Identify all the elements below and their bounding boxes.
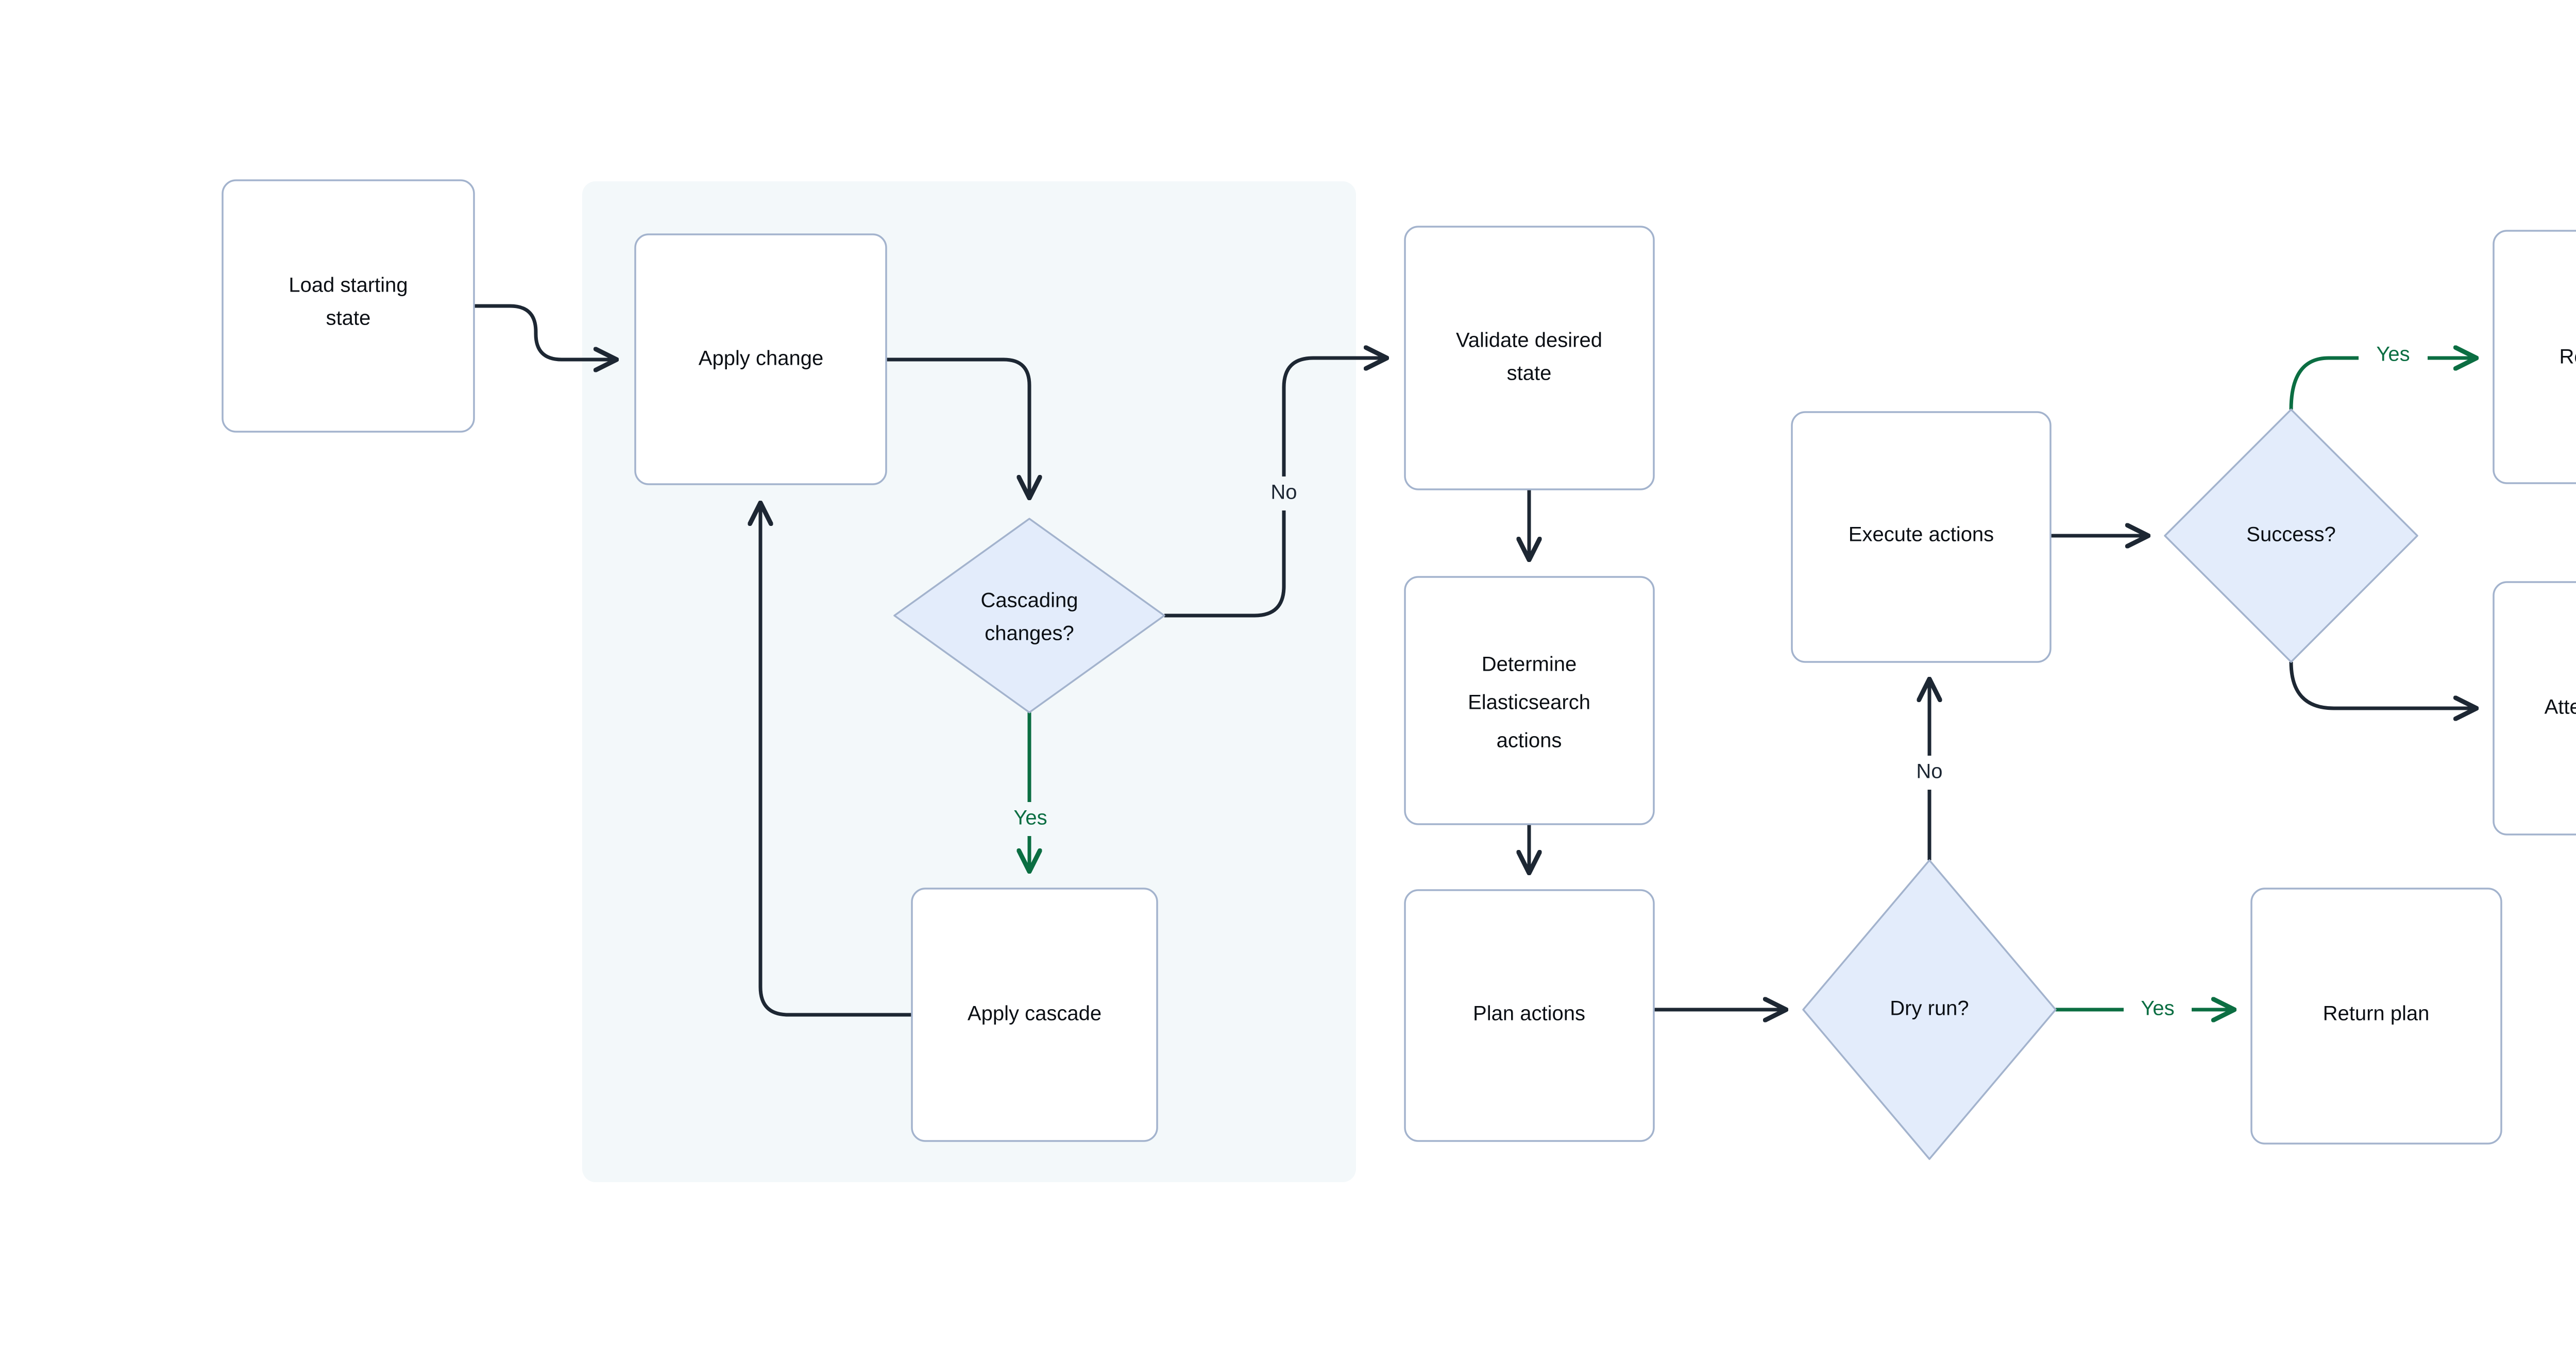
node-dry-run[interactable]: Dry run? bbox=[1802, 859, 2057, 1160]
node-box-return-result[interactable] bbox=[2493, 230, 2576, 484]
node-label-return-result: Return result bbox=[2560, 346, 2576, 368]
node-load-starting-state[interactable]: Load starting state bbox=[222, 179, 475, 433]
node-box-validate-desired-state[interactable] bbox=[1404, 226, 1655, 490]
edge-label-cascading-yes-top: Yes bbox=[1013, 807, 1047, 829]
node-plan-actions[interactable]: Plan actions bbox=[1404, 889, 1655, 1142]
node-label-dry-run: Dry run? bbox=[1890, 997, 1969, 1020]
edge-label-backings bbox=[999, 338, 2428, 1027]
edge-label-cascading-no-top: No bbox=[1270, 481, 1297, 504]
edge-success-yes-to-return-result bbox=[2289, 358, 2476, 410]
node-label-plan-actions: Plan actions bbox=[1473, 1002, 1585, 1025]
node-shape-success[interactable] bbox=[2164, 408, 2418, 663]
node-label-load-starting-state-line1: Load starting bbox=[289, 274, 408, 297]
edge-label-backing-cascading-yes bbox=[999, 802, 1061, 836]
node-label-apply-change: Apply change bbox=[699, 347, 823, 370]
node-label-return-plan: Return plan bbox=[2323, 1002, 2430, 1025]
node-label-validate-desired-state-line1: Validate desired bbox=[1456, 329, 1602, 352]
node-label-execute-actions: Execute actions bbox=[1849, 523, 1994, 546]
node-validate-desired-state[interactable]: Validate desired state bbox=[1404, 226, 1655, 490]
edge-label-backing-success-yes bbox=[2359, 338, 2428, 372]
edge-label-success-yes-top: Yes bbox=[2376, 343, 2410, 366]
node-box-apply-cascade[interactable] bbox=[911, 888, 1158, 1142]
node-return-plan[interactable]: Return plan bbox=[2250, 888, 2502, 1145]
node-label-cascading-changes-line1: Cascading bbox=[980, 589, 1078, 612]
node-determine-es-actions[interactable]: Determine Elasticsearch actions bbox=[1404, 576, 1655, 825]
node-label-determine-es-actions-line1: Determine bbox=[1482, 653, 1577, 676]
edge-label-dry-run-no-top: No bbox=[1916, 760, 1942, 783]
edge-label-backing-cascading-no bbox=[1257, 476, 1311, 510]
node-return-result[interactable]: Return result bbox=[2493, 230, 2576, 484]
node-box-apply-change[interactable] bbox=[634, 233, 887, 485]
node-box-plan-actions[interactable] bbox=[1404, 889, 1655, 1142]
node-label-load-starting-state-line2: state bbox=[326, 307, 371, 330]
node-box-attempt-rollback[interactable] bbox=[2493, 581, 2576, 836]
node-label-success: Success? bbox=[2246, 523, 2335, 546]
node-attempt-rollback[interactable]: Attempt rollback bbox=[2493, 581, 2576, 836]
node-shape-cascading-changes[interactable] bbox=[893, 518, 1165, 713]
edge-label-backing-dry-run-yes bbox=[2124, 993, 2192, 1027]
node-apply-change[interactable]: Apply change bbox=[634, 233, 887, 485]
node-success[interactable]: Success? bbox=[2164, 408, 2418, 663]
node-label-attempt-rollback: Attempt rollback bbox=[2545, 696, 2576, 719]
node-box-execute-actions[interactable] bbox=[1791, 411, 2052, 663]
node-box-load-starting-state[interactable] bbox=[222, 179, 475, 433]
edge-success-no-to-attempt-rollback bbox=[2289, 661, 2476, 708]
node-box-return-plan[interactable] bbox=[2250, 888, 2502, 1145]
node-apply-cascade[interactable]: Apply cascade bbox=[911, 888, 1158, 1142]
node-label-apply-cascade: Apply cascade bbox=[968, 1002, 1101, 1025]
edge-apply-change-to-cascading bbox=[886, 357, 1029, 497]
node-label-validate-desired-state-line2: state bbox=[1507, 362, 1552, 385]
node-shape-dry-run[interactable] bbox=[1802, 859, 2057, 1160]
node-label-determine-es-actions-line2: Elasticsearch bbox=[1468, 691, 1590, 714]
node-cascading-changes[interactable]: Cascading changes? bbox=[893, 518, 1165, 713]
node-label-determine-es-actions-line3: actions bbox=[1497, 729, 1562, 752]
edge-labels-top-layer: No Yes Yes No Yes bbox=[1013, 343, 2410, 1020]
edge-label-dry-run-yes-top: Yes bbox=[2141, 997, 2174, 1020]
node-label-cascading-changes-line2: changes? bbox=[985, 622, 1074, 645]
nodes-layer: Load starting state Apply change Cascadi… bbox=[222, 179, 2576, 1160]
edge-load-to-apply-change bbox=[474, 304, 616, 360]
edge-label-backing-dry-run-no bbox=[1902, 756, 1957, 790]
node-execute-actions[interactable]: Execute actions bbox=[1791, 411, 2052, 663]
node-box-determine-es-actions[interactable] bbox=[1404, 576, 1655, 825]
edge-apply-cascade-loopback bbox=[760, 504, 912, 1017]
